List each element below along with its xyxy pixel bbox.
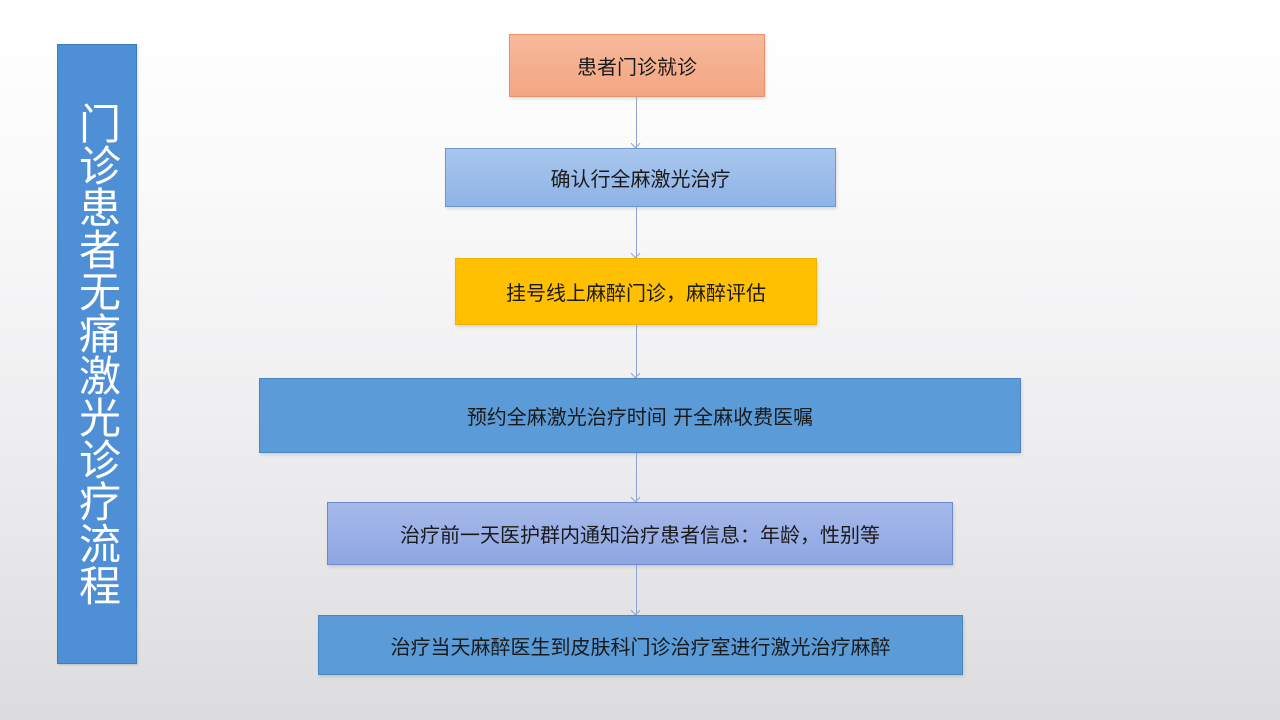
flow-step-2: 确认行全麻激光治疗 (445, 148, 836, 207)
arrow-down-icon (636, 325, 637, 378)
flow-step-3: 挂号线上麻醉门诊，麻醉评估 (455, 258, 817, 325)
flow-step-5: 治疗前一天医护群内通知治疗患者信息：年龄，性别等 (327, 502, 953, 565)
flow-step-3-label: 挂号线上麻醉门诊，麻醉评估 (506, 281, 766, 305)
flow-step-1: 患者门诊就诊 (509, 34, 765, 97)
flow-step-6-label: 治疗当天麻醉医生到皮肤科门诊治疗室进行激光治疗麻醉 (390, 634, 891, 659)
flow-step-6: 治疗当天麻醉医生到皮肤科门诊治疗室进行激光治疗麻醉 (318, 615, 963, 675)
flow-step-1-label: 患者门诊就诊 (577, 55, 697, 79)
arrow-down-icon (636, 565, 637, 615)
arrow-down-icon (636, 207, 637, 258)
arrow-down-icon (636, 453, 637, 502)
flow-step-2-label: 确认行全麻激光治疗 (550, 167, 731, 191)
flow-step-4-label: 预约全麻激光治疗时间 开全麻收费医嘱 (466, 405, 814, 429)
arrow-down-icon (636, 97, 637, 148)
sidebar-title-panel: 门诊患者无痛激光诊疗流程 (57, 44, 137, 664)
sidebar-title: 门诊患者无痛激光诊疗流程 (72, 102, 122, 606)
flow-step-4: 预约全麻激光治疗时间 开全麻收费医嘱 (259, 378, 1021, 453)
flow-step-5-label: 治疗前一天医护群内通知治疗患者信息：年龄，性别等 (400, 523, 880, 547)
